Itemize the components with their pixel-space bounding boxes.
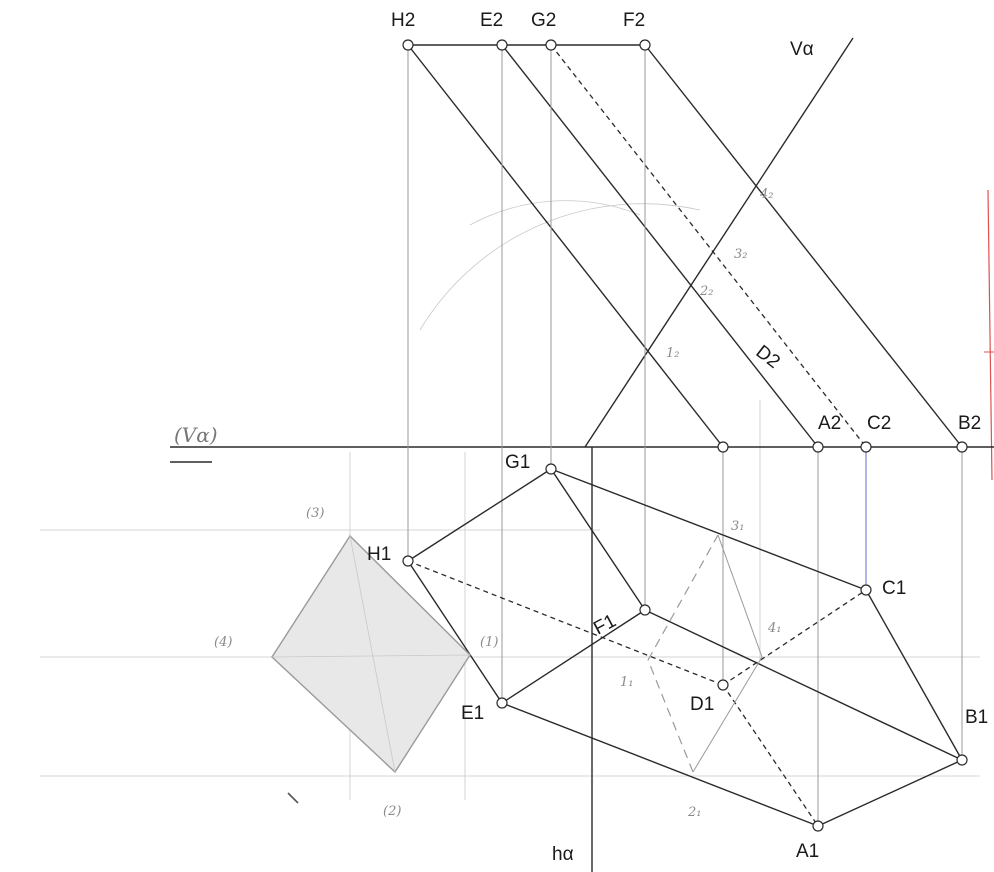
label-G1: G1 bbox=[505, 452, 530, 473]
point-G2 bbox=[545, 39, 557, 51]
edge-D1-A1 bbox=[722, 684, 819, 827]
handwritten-labels: 4₂ 3₂ 2₂ 1₂ 3₁ 4₁ 1₁ 2₁ (3) (4) (1) (2) bbox=[214, 187, 781, 820]
section-4-2 bbox=[692, 656, 763, 773]
point-E1 bbox=[496, 697, 508, 709]
v-alpha-trace bbox=[584, 37, 854, 448]
hand-1: (1) bbox=[480, 635, 498, 650]
hand-2-2: 2₂ bbox=[699, 284, 713, 299]
point-E2 bbox=[496, 39, 508, 51]
label-C2: C2 bbox=[867, 413, 891, 434]
hand-4: (4) bbox=[214, 635, 232, 650]
point-D2 bbox=[717, 441, 729, 453]
point-B2 bbox=[956, 441, 968, 453]
point-B1 bbox=[956, 754, 968, 766]
edge-G1-C1 bbox=[550, 468, 867, 591]
point-H1 bbox=[402, 555, 414, 567]
point-F2 bbox=[639, 39, 651, 51]
edge-D1-C1 bbox=[722, 589, 867, 686]
projection-links bbox=[407, 45, 963, 826]
label-B2: B2 bbox=[958, 413, 981, 434]
point-A1 bbox=[812, 820, 824, 832]
edge-H1-D1 bbox=[407, 560, 724, 686]
edge-F2-B2 bbox=[644, 44, 963, 448]
edge-F1-B1 bbox=[644, 609, 963, 761]
label-v-alpha-axis: (Vα) bbox=[174, 423, 218, 447]
point-D1 bbox=[717, 679, 729, 691]
points bbox=[402, 39, 968, 832]
hand-2: (2) bbox=[383, 804, 401, 819]
point-F1 bbox=[639, 604, 651, 616]
hand-3: (3) bbox=[306, 506, 324, 521]
section-quadrilateral bbox=[647, 534, 763, 773]
section-2-1 bbox=[647, 659, 694, 773]
section-3-4 bbox=[717, 534, 763, 658]
edge-H2-D2 bbox=[407, 44, 724, 448]
point-A2 bbox=[812, 441, 824, 453]
true-size-section bbox=[271, 534, 471, 804]
hand-3-1: 3₁ bbox=[731, 519, 744, 534]
label-F2: F2 bbox=[623, 10, 645, 31]
hand-4-2: 4₂ bbox=[759, 187, 773, 202]
frontal-projection bbox=[407, 44, 963, 448]
edge-E1-A1 bbox=[501, 702, 819, 827]
label-E2: E2 bbox=[480, 10, 503, 31]
section-1-3 bbox=[647, 534, 719, 661]
point-C2 bbox=[860, 441, 872, 453]
pencil-tick bbox=[287, 792, 299, 804]
edge-B1-A1 bbox=[817, 759, 963, 827]
label-h-alpha: hα bbox=[552, 844, 574, 865]
label-A2: A2 bbox=[818, 413, 841, 434]
hand-3-2: 3₂ bbox=[734, 247, 747, 262]
edge-G2-C2 bbox=[550, 44, 867, 448]
red-margin-mark bbox=[984, 189, 994, 481]
label-D1: D1 bbox=[690, 694, 714, 715]
true-size-fill bbox=[271, 534, 471, 774]
label-B1: B1 bbox=[965, 707, 988, 728]
point-H2 bbox=[402, 39, 414, 51]
edge-C1-B1 bbox=[865, 589, 963, 761]
label-v-alpha: Vα bbox=[790, 39, 814, 60]
label-H2: H2 bbox=[391, 10, 415, 31]
point-G1 bbox=[545, 463, 557, 475]
hand-1-2: 1₂ bbox=[666, 346, 679, 361]
edge-E2-A2 bbox=[501, 44, 819, 448]
label-C1: C1 bbox=[882, 578, 906, 599]
hand-2-1: 2₁ bbox=[687, 805, 701, 820]
point-labels: H2 E2 G2 F2 Vα D2 A2 C2 B2 (Vα) G1 H1 C1… bbox=[174, 10, 988, 865]
hand-4-1: 4₁ bbox=[767, 621, 781, 636]
label-G2: G2 bbox=[531, 10, 556, 31]
label-E1: E1 bbox=[461, 703, 484, 724]
point-C1 bbox=[860, 584, 872, 596]
hand-1-1: 1₁ bbox=[620, 675, 633, 690]
label-H1: H1 bbox=[367, 544, 391, 565]
label-A1: A1 bbox=[796, 841, 819, 862]
